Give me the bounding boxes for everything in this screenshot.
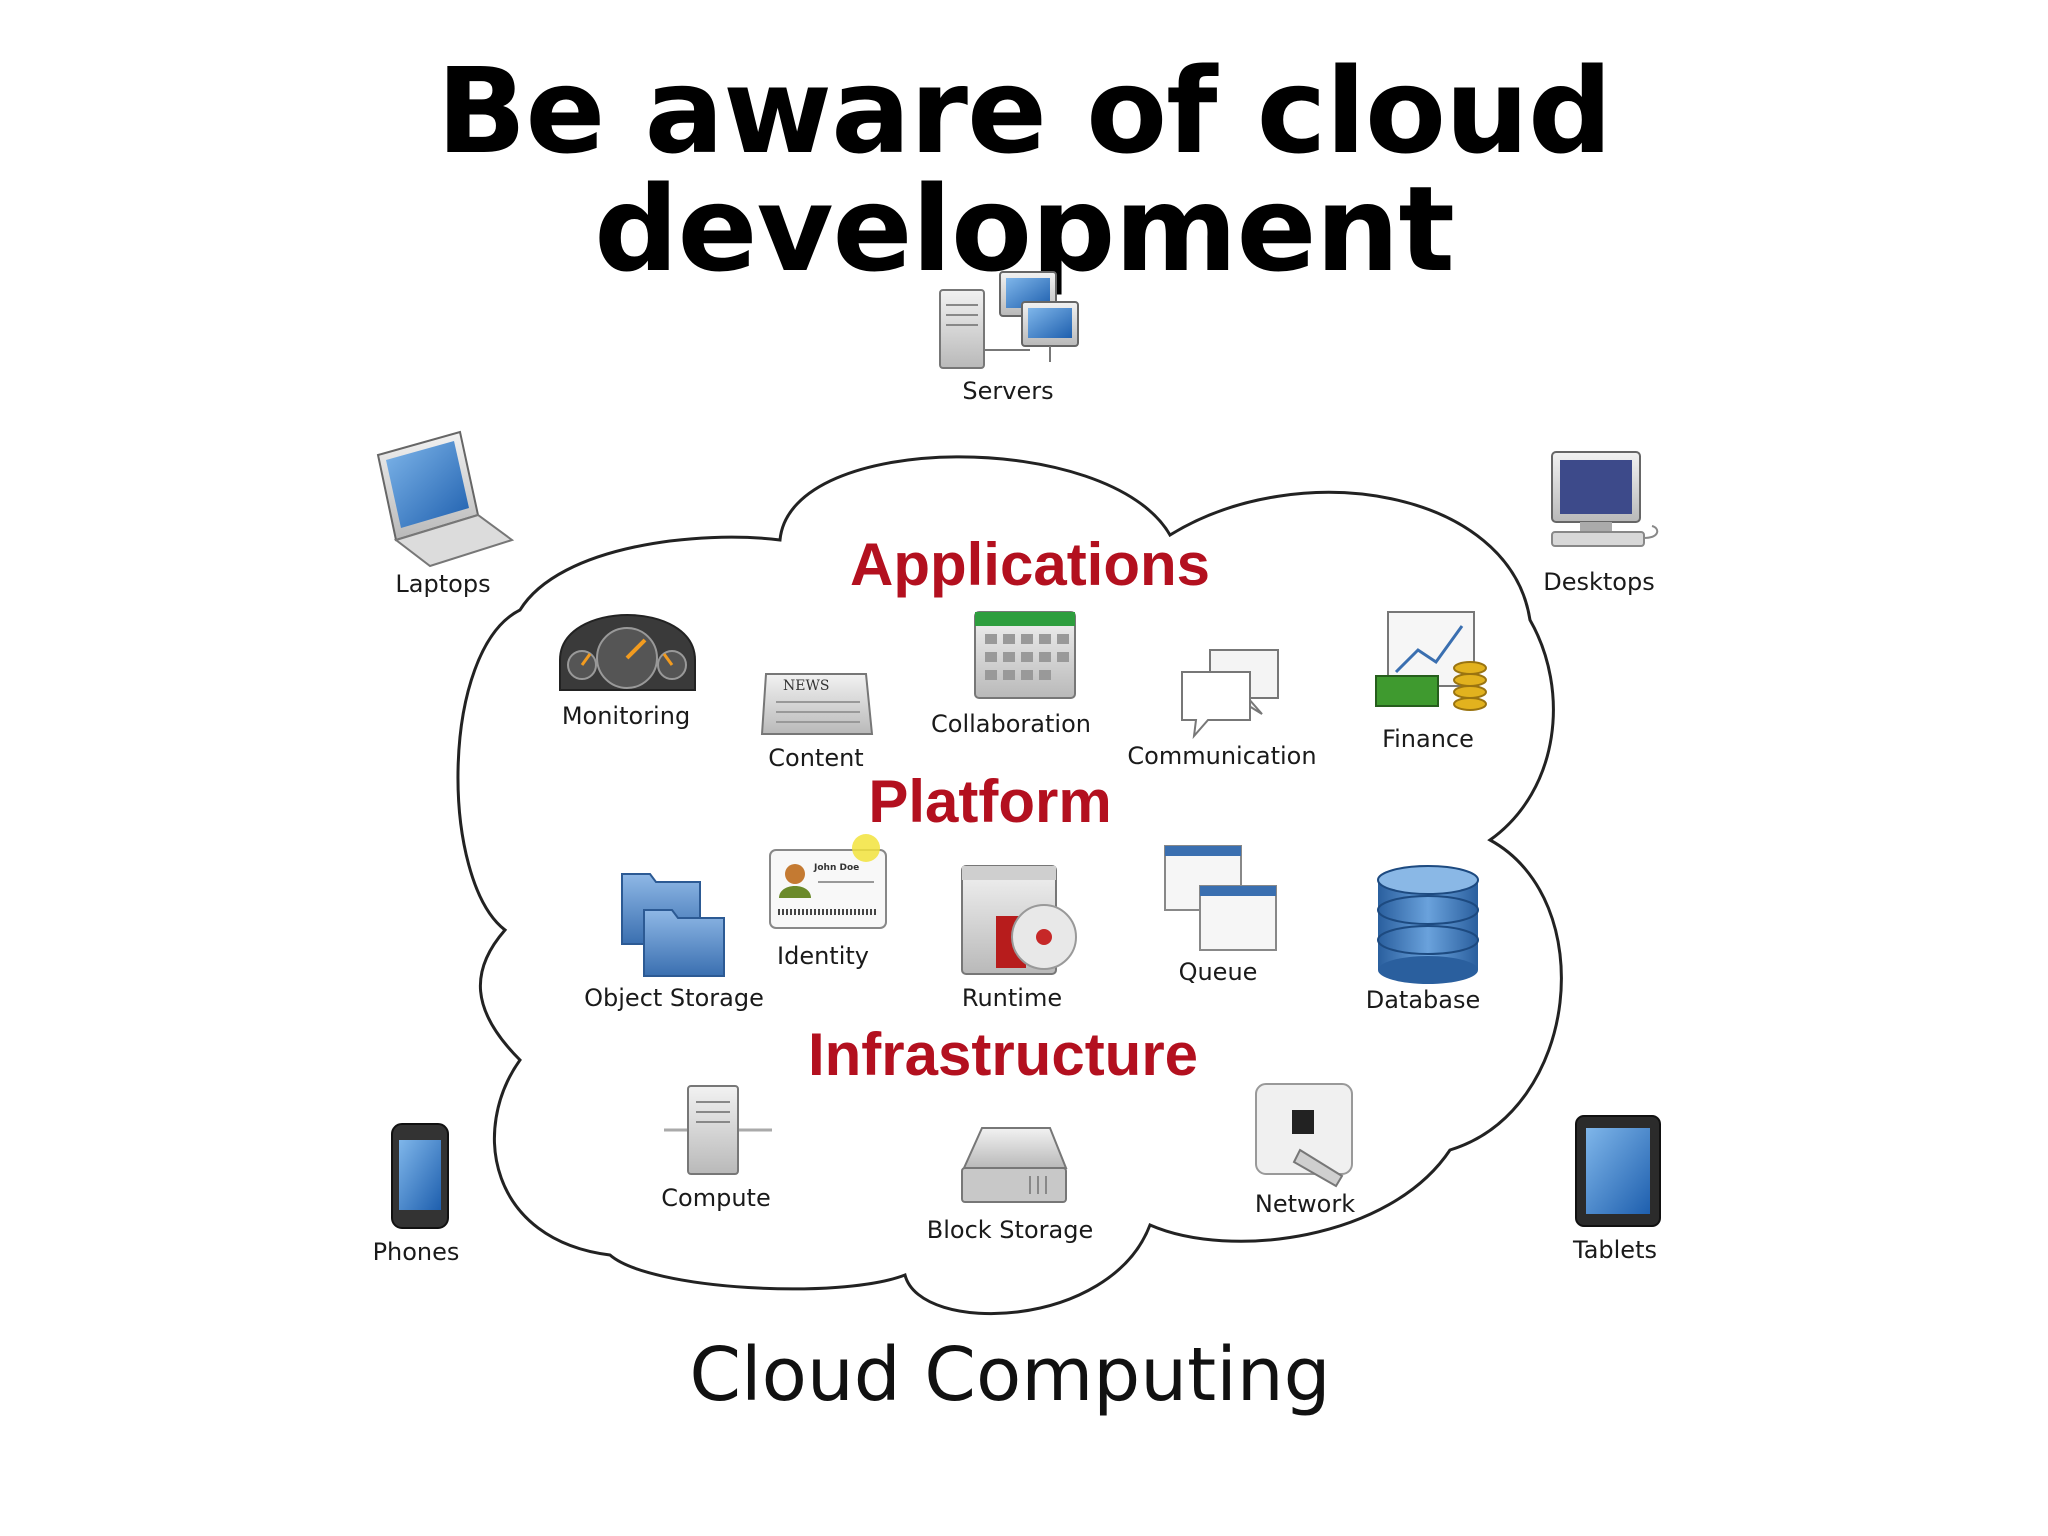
communication-icon — [1181, 649, 1279, 740]
object-storage-icon — [621, 873, 725, 977]
layer-platform-label: Platform — [868, 768, 1111, 835]
laptops-label: Laptops — [395, 570, 490, 598]
desktops-icon — [1551, 451, 1659, 547]
database-icon — [1377, 865, 1479, 984]
finance-label: Finance — [1382, 725, 1474, 753]
collaboration-icon — [974, 611, 1076, 699]
desktops-label: Desktops — [1543, 568, 1654, 596]
monitoring-label: Monitoring — [562, 702, 690, 730]
content-news-text: NEWS — [783, 678, 829, 694]
collaboration-label: Collaboration — [931, 710, 1091, 738]
layer-infrastructure-label: Infrastructure — [808, 1021, 1198, 1088]
object-storage-label: Object Storage — [584, 984, 764, 1012]
slide-title: Be aware of cloud development — [436, 42, 1612, 298]
finance-icon — [1375, 611, 1487, 711]
queue-label: Queue — [1179, 958, 1258, 986]
block-storage-icon — [961, 1127, 1068, 1203]
diagram-caption: Cloud Computing — [689, 1332, 1330, 1418]
runtime-label: Runtime — [962, 984, 1062, 1012]
content-label: Content — [768, 744, 863, 772]
network-label: Network — [1255, 1190, 1355, 1218]
servers-icon — [939, 271, 1079, 369]
laptops-icon — [376, 430, 515, 568]
content-icon: NEWS — [760, 673, 874, 735]
compute-icon — [664, 1085, 772, 1175]
identity-icon: John Doe — [769, 834, 887, 929]
monitoring-icon — [559, 614, 696, 691]
identity-card-name: John Doe — [813, 863, 859, 873]
compute-label: Compute — [661, 1184, 770, 1212]
layer-applications-label: Applications — [850, 531, 1210, 598]
runtime-icon — [961, 865, 1077, 975]
phones-icon — [391, 1123, 449, 1229]
tablets-label: Tablets — [1572, 1236, 1657, 1264]
tablets-icon — [1575, 1115, 1661, 1227]
queue-icon — [1164, 845, 1277, 951]
phones-label: Phones — [373, 1238, 460, 1266]
communication-label: Communication — [1127, 742, 1316, 770]
servers-label: Servers — [962, 377, 1053, 405]
identity-label: Identity — [777, 942, 869, 970]
database-label: Database — [1366, 986, 1481, 1014]
network-icon — [1255, 1083, 1353, 1188]
block-storage-label: Block Storage — [927, 1216, 1093, 1244]
